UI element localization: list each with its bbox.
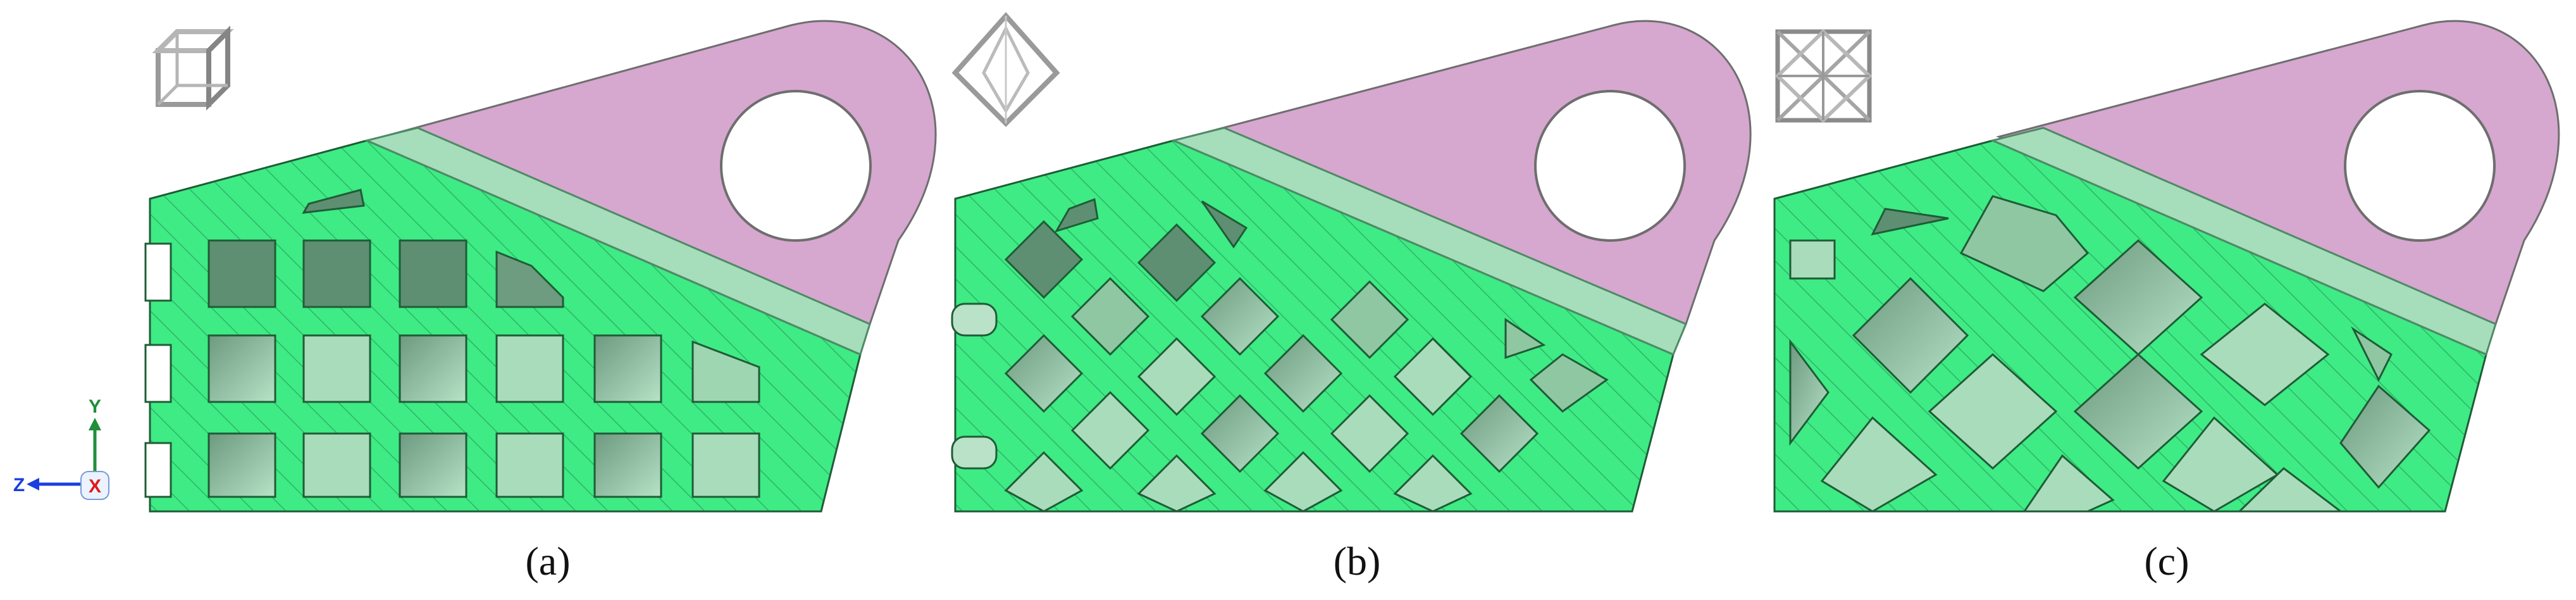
strut-stubs <box>951 303 998 470</box>
panel-c-caption: (c) <box>2144 539 2189 584</box>
edge-notches <box>144 242 172 498</box>
y-axis-arrow: Y <box>89 396 101 472</box>
z-axis-label: Z <box>13 475 25 496</box>
transition-strip <box>1170 127 1687 356</box>
panel-b-diamond-lattice: (b) <box>951 11 1752 584</box>
cubic-cell-icon <box>152 25 234 111</box>
panel-a-cubic-lattice: (a) <box>144 20 937 584</box>
panel-c-octet-lattice: (c) <box>1773 20 2560 584</box>
panel-b-caption: (b) <box>1334 539 1381 584</box>
transition-strip <box>364 127 871 356</box>
lattice-pockets <box>1004 197 1609 513</box>
panel-a-caption: (a) <box>525 539 570 584</box>
octet-cell-icon <box>1774 28 1873 123</box>
diamond-cell-icon <box>951 11 1060 127</box>
mounting-hole <box>720 90 872 242</box>
mounting-hole <box>1534 90 1686 242</box>
mounting-hole <box>2344 90 2496 242</box>
transition-strip <box>1990 127 2497 356</box>
z-axis-arrow: Z <box>13 475 81 496</box>
lattice-pockets <box>1789 195 2431 513</box>
lattice-pockets <box>207 189 760 498</box>
x-axis-label: X <box>89 476 101 497</box>
axis-triad: Y Z X <box>13 396 109 500</box>
origin-box <box>80 471 109 500</box>
y-axis-label: Y <box>89 396 101 417</box>
